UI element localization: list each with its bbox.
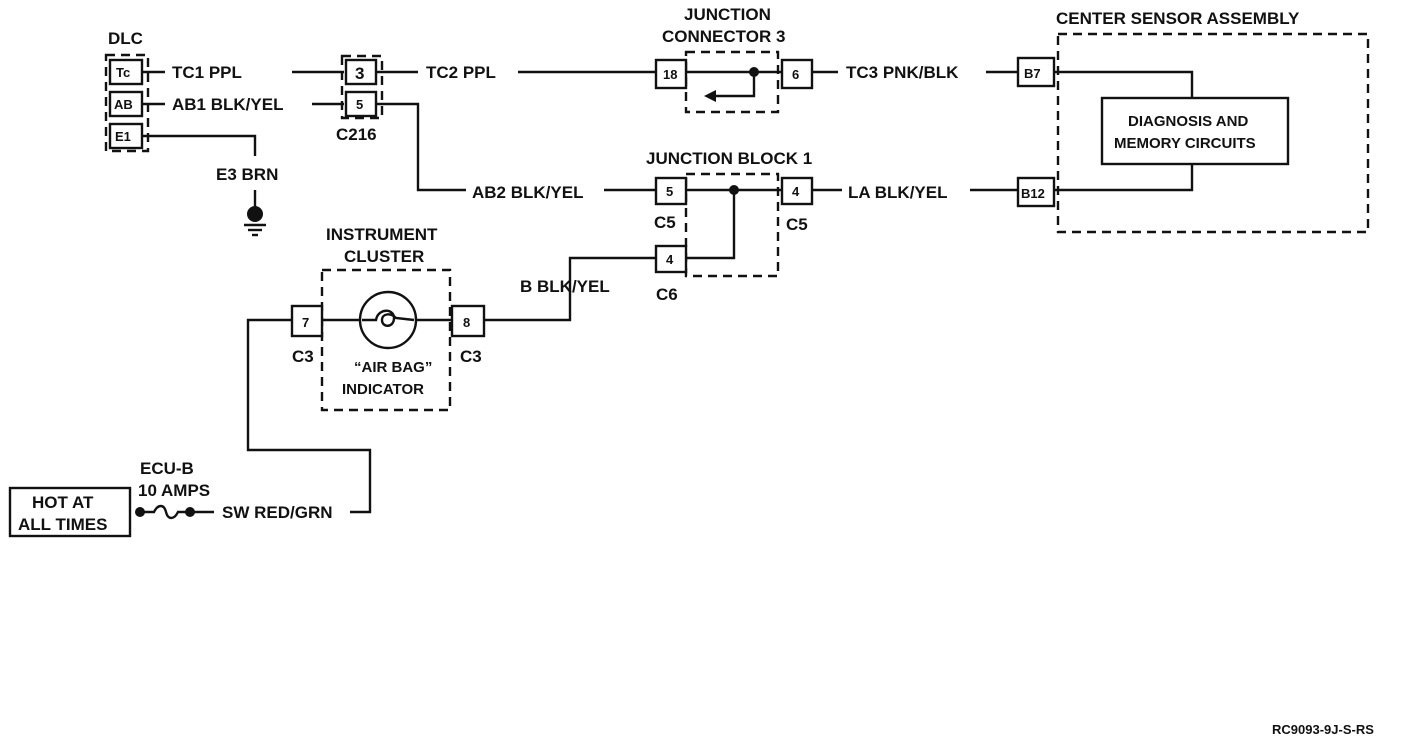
c216-connector: 3 5 C216 xyxy=(336,54,384,144)
jb1-c6-pin-4-label: 4 xyxy=(666,252,674,267)
ic-c3-left-label: C3 xyxy=(292,347,314,366)
wire-label-b: B BLK/YEL xyxy=(520,277,610,296)
fuse-icon xyxy=(135,504,214,520)
wire-label-ab1: AB1 BLK/YEL xyxy=(172,95,283,114)
hot-label-line2: ALL TIMES xyxy=(18,515,107,534)
ic-pin-8-label: 8 xyxy=(463,315,470,330)
amps-label: 10 AMPS xyxy=(138,481,210,500)
jb1-label: JUNCTION BLOCK 1 xyxy=(646,149,812,168)
jc3-arrow-icon xyxy=(704,90,716,102)
jc3-pin-18-label: 18 xyxy=(663,67,677,82)
jb1-pin-5-label: 5 xyxy=(666,184,673,199)
jc3-label-line1: JUNCTION xyxy=(684,5,771,24)
csa-label: CENTER SENSOR ASSEMBLY xyxy=(1056,9,1300,28)
diag-label-line2: MEMORY CIRCUITS xyxy=(1114,135,1256,152)
csa-pin-b12 xyxy=(1016,176,1056,208)
wire-label-ab2: AB2 BLK/YEL xyxy=(472,183,583,202)
c216-outline xyxy=(340,54,384,120)
jb1-pin-4-label: 4 xyxy=(792,184,800,199)
wire-e3-a xyxy=(142,134,257,156)
jb1-internal-branch xyxy=(686,190,736,260)
junction-block-1: JUNCTION BLOCK 1 5 4 4 C5 C5 C6 xyxy=(646,149,814,304)
airbag-label-line2: INDICATOR xyxy=(342,381,424,398)
ecub-label: ECU-B xyxy=(140,459,194,478)
jb1-c6-pin-4 xyxy=(654,244,688,274)
dlc-pin-e1-label: E1 xyxy=(115,129,131,144)
dlc-pin-tc-label: Tc xyxy=(116,65,130,80)
csa-internal-b12 xyxy=(1054,164,1194,192)
wire-label-la: LA BLK/YEL xyxy=(848,183,947,202)
dlc-pin-tc xyxy=(108,58,144,86)
wire-sw xyxy=(246,318,372,514)
hot-label-line1: HOT AT xyxy=(32,493,94,512)
power-source: HOT AT ALL TIMES ECU-B 10 AMPS xyxy=(8,459,214,538)
csa-pin-b12-label: B12 xyxy=(1021,186,1045,201)
junction-connector-3: JUNCTION CONNECTOR 3 18 6 xyxy=(654,5,814,114)
ic-pin-8 xyxy=(450,304,486,338)
wire-ab2-a xyxy=(376,102,466,192)
wire-label-tc2: TC2 PPL xyxy=(426,63,496,82)
jc3-pin-6 xyxy=(780,58,814,90)
c216-pin-5-label: 5 xyxy=(356,97,363,112)
jc3-pin-18 xyxy=(654,58,688,90)
jc3-pin-6-label: 6 xyxy=(792,67,799,82)
c216-pin-5 xyxy=(344,90,378,118)
wire-label-e3: E3 BRN xyxy=(216,165,278,184)
wire-label-sw: SW RED/GRN xyxy=(222,503,333,522)
csa-pin-b7-label: B7 xyxy=(1024,66,1041,81)
dlc-pin-ab-label: AB xyxy=(114,97,133,112)
center-sensor-assembly: CENTER SENSOR ASSEMBLY B7 B12 DIAGNOSIS … xyxy=(1016,9,1370,234)
wire-label-tc1: TC1 PPL xyxy=(172,63,242,82)
jb1-c5-left-label: C5 xyxy=(654,213,676,232)
reference-code: RC9093-9J-S-RS xyxy=(1272,722,1374,737)
c216-pin-3 xyxy=(344,58,378,86)
c216-label: C216 xyxy=(336,125,377,144)
wire-label-tc3: TC3 PNK/BLK xyxy=(846,63,959,82)
jc3-outline xyxy=(684,50,780,114)
ic-outline xyxy=(320,268,452,412)
ic-pin-7-label: 7 xyxy=(302,315,309,330)
jb1-c5-right-label: C5 xyxy=(786,215,808,234)
jc3-label-line2: CONNECTOR 3 xyxy=(662,27,785,46)
airbag-label-line1: “AIR BAG” xyxy=(354,359,432,376)
ic-label-line2: CLUSTER xyxy=(344,247,424,266)
diag-label-line1: DIAGNOSIS AND xyxy=(1128,113,1248,130)
bulb-icon xyxy=(358,290,418,350)
dlc-connector: DLC Tc AB E1 xyxy=(104,29,150,153)
wire-b xyxy=(484,256,656,322)
jb1-pin-4 xyxy=(780,176,814,206)
ground-icon xyxy=(244,206,266,237)
csa-outline xyxy=(1056,32,1370,234)
ic-c3-right-label: C3 xyxy=(460,347,482,366)
csa-pin-b7 xyxy=(1016,56,1056,88)
instrument-cluster: INSTRUMENT CLUSTER 7 8 “AIR BAG” INDICAT… xyxy=(290,225,486,412)
c216-pin-3-label: 3 xyxy=(355,64,364,83)
csa-internal-b7 xyxy=(1054,70,1194,98)
ic-label-line1: INSTRUMENT xyxy=(326,225,438,244)
jc3-internal-branch xyxy=(712,72,756,98)
dlc-pin-ab xyxy=(108,90,144,118)
dlc-label: DLC xyxy=(108,29,143,48)
diagnosis-memory-box xyxy=(1100,96,1290,166)
jb1-c6-label: C6 xyxy=(656,285,678,304)
hot-at-all-times-box xyxy=(8,486,132,538)
jb1-outline xyxy=(684,172,780,278)
